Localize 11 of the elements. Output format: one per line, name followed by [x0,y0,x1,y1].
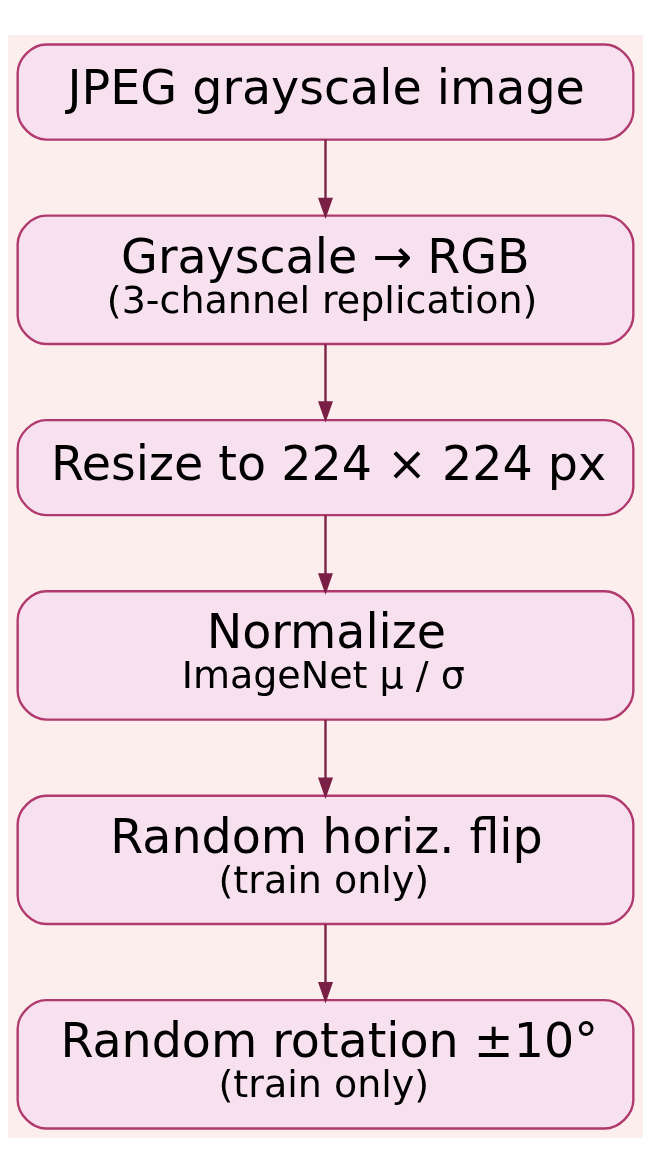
arrow [318,924,333,1004]
node-box: Grayscale → RGB (3-channel replication) [16,214,635,346]
node-box: Resize to 224 × 224 px [16,418,635,517]
arrow [318,139,333,220]
node-box: JPEG grayscale image [16,43,635,141]
arrow [318,719,333,800]
arrow [318,344,333,423]
node-box: Random horiz. flip (train only) [16,794,635,926]
arrow [318,515,333,595]
node-box: Random rotation ±10° (train only) [16,998,635,1130]
node-box: Normalize ImageNet μ / σ [16,590,635,721]
